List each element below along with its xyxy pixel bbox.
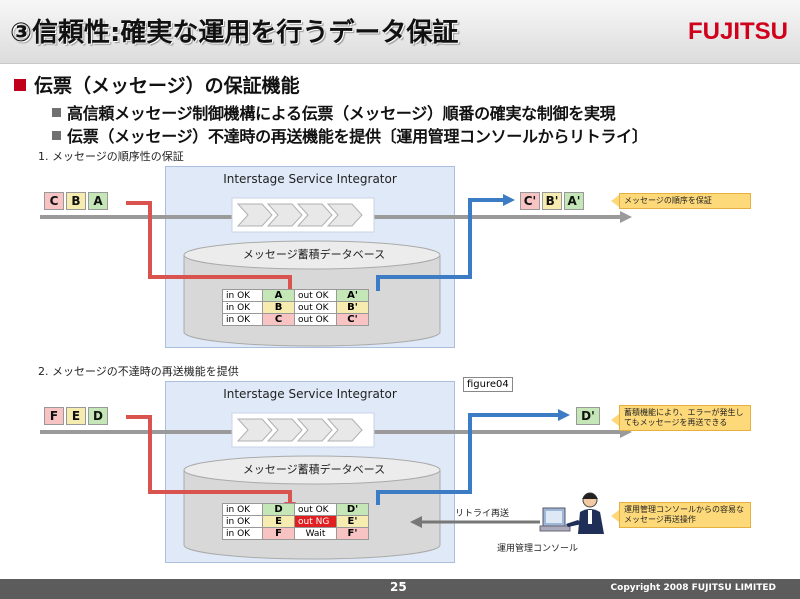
- figure-tag: figure04: [463, 377, 513, 392]
- bullet-square-icon: [52, 131, 61, 140]
- bullet-main: 伝票（メッセージ）の保証機能: [14, 71, 300, 98]
- diagram1-blue-arrowhead: [503, 194, 515, 206]
- retry-label: リトライ再送: [455, 509, 510, 519]
- diagram2-isi-title: Interstage Service Integrator: [223, 387, 397, 401]
- operator-console-icon: [539, 492, 604, 534]
- table-row: in OK A out OK A': [222, 289, 369, 302]
- message-b: B: [66, 192, 86, 210]
- diagram1-chevrons: [236, 203, 363, 227]
- fujitsu-logo: FUJITSU: [687, 18, 788, 45]
- bullet-square-icon: [14, 79, 26, 91]
- in-status: in OK: [222, 503, 263, 516]
- diagram1-db-top: [183, 240, 441, 270]
- retry-arrowhead: [410, 516, 422, 528]
- bullet-sub1: 高信頼メッセージ制御機構による伝票（メッセージ）順番の確実な制御を実現: [52, 100, 616, 124]
- diagram2-db-top: [183, 455, 441, 485]
- db-result: C': [336, 313, 369, 326]
- message-d-prime: D': [576, 407, 600, 425]
- diagram1-callout-arrow: [611, 195, 619, 207]
- out-status-error: out NG: [294, 515, 337, 528]
- diagram2-chevrons: [236, 418, 363, 442]
- diagram1-db-title: メッセージ蓄積データベース: [242, 248, 386, 261]
- footer-bar: [0, 579, 800, 599]
- bullet-main-text: 伝票（メッセージ）の保証機能: [34, 75, 300, 97]
- in-status: in OK: [222, 527, 263, 540]
- db-result: D': [336, 503, 369, 516]
- diagram1-label: 1. メッセージの順序性の保証: [38, 150, 184, 163]
- diagram1-isi-title: Interstage Service Integrator: [223, 172, 397, 186]
- diagram2-blue-flow: [376, 413, 560, 505]
- page-number: 25: [390, 580, 407, 594]
- db-message: B: [262, 301, 295, 314]
- out-status: out OK: [294, 503, 337, 516]
- diagram2-db-title: メッセージ蓄積データベース: [242, 463, 386, 476]
- db-result: E': [336, 515, 369, 528]
- copyright: Copyright 2008 FUJITSU LIMITED: [610, 583, 776, 593]
- out-status: Wait: [294, 527, 337, 540]
- diagram2-input-messages: F E D: [44, 407, 108, 425]
- table-row: in OK D out OK D': [222, 503, 369, 516]
- message-b-prime: B': [542, 192, 562, 210]
- db-message: C: [262, 313, 295, 326]
- db-result: B': [336, 301, 369, 314]
- diagram2-red-flow: [126, 415, 292, 504]
- table-row: in OK F Wait F': [222, 527, 369, 540]
- message-d: D: [88, 407, 108, 425]
- db-message: F: [262, 527, 295, 540]
- diagram2-callout2: 運用管理コンソールからの容易なメッセージ再送操作: [619, 502, 751, 528]
- db-result: F': [336, 527, 369, 540]
- diagram2-callout2-arrow: [611, 510, 619, 522]
- bullet-square-icon: [52, 108, 61, 117]
- diagram1-input-messages: C B A: [44, 192, 108, 210]
- bullet-sub2-text: 伝票（メッセージ）不達時の再送機能を提供〔運用管理コンソールからリトライ〕: [67, 127, 648, 146]
- bullet-sub2: 伝票（メッセージ）不達時の再送機能を提供〔運用管理コンソールからリトライ〕: [52, 123, 648, 147]
- diagram1-output-messages: C' B' A': [520, 192, 584, 210]
- diagram1-blue-flow: [376, 198, 505, 291]
- slide-title: ③信頼性:確実な運用を行うデータ保証: [10, 18, 459, 48]
- title-bar: [0, 0, 800, 64]
- diagram2-output-messages: D': [576, 407, 600, 425]
- message-c-prime: C': [520, 192, 540, 210]
- diagram1-db-table: in OK A out OK A' in OK B out OK B' in O…: [222, 289, 369, 326]
- db-message: D: [262, 503, 295, 516]
- table-row: in OK E out NG E': [222, 515, 369, 528]
- diagram1-main-arrowhead: [620, 211, 632, 223]
- message-a-prime: A': [564, 192, 584, 210]
- diagram2-db-table: in OK D out OK D' in OK E out NG E' in O…: [222, 503, 369, 540]
- message-a: A: [88, 192, 108, 210]
- diagram1-red-flow: [126, 201, 292, 291]
- diagram2-label: 2. メッセージの不達時の再送機能を提供: [38, 365, 239, 378]
- diagram1-callout: メッセージの順序を保証: [619, 193, 751, 209]
- diagram2-callout1: 蓄積機能により、エラーが発生してもメッセージを再送できる: [619, 405, 751, 431]
- diagram2-callout1-arrow: [611, 414, 619, 426]
- table-row: in OK C out OK C': [222, 313, 369, 326]
- console-label: 運用管理コンソール: [497, 544, 579, 554]
- db-message: E: [262, 515, 295, 528]
- table-row: in OK B out OK B': [222, 301, 369, 314]
- message-e: E: [66, 407, 86, 425]
- message-f: F: [44, 407, 64, 425]
- bullet-sub1-text: 高信頼メッセージ制御機構による伝票（メッセージ）順番の確実な制御を実現: [67, 104, 616, 123]
- diagram2-blue-arrowhead: [558, 409, 570, 421]
- in-status: in OK: [222, 515, 263, 528]
- message-c: C: [44, 192, 64, 210]
